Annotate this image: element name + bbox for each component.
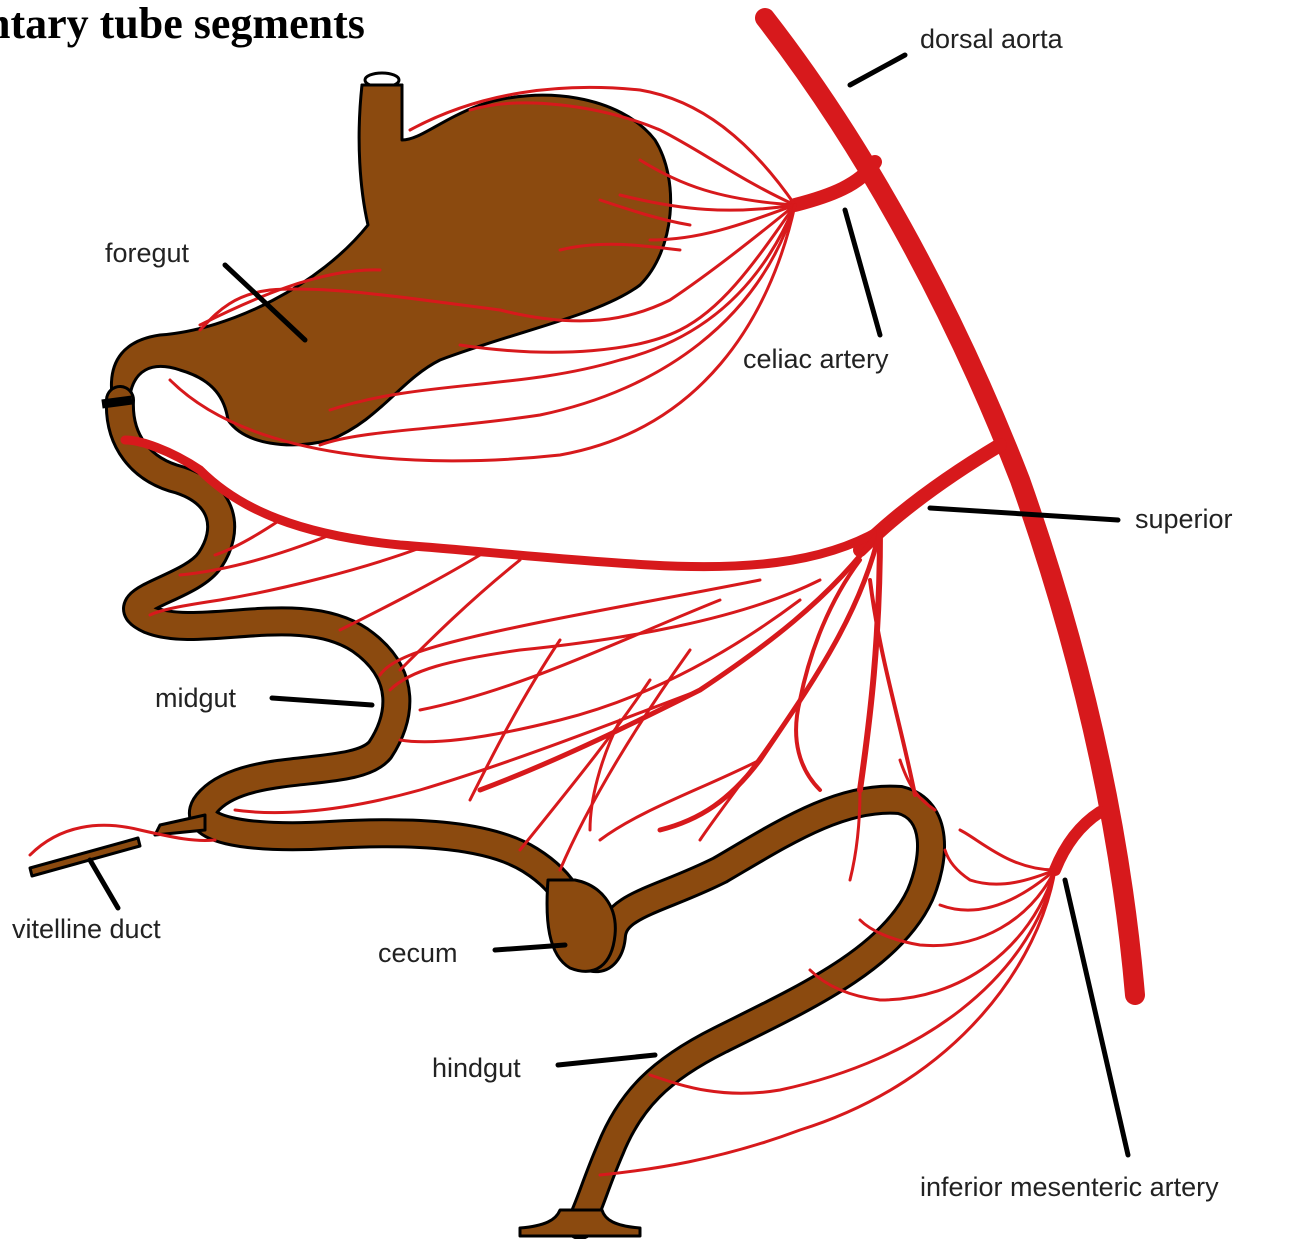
leader-dorsal-aorta <box>850 55 905 85</box>
label-cecum: cecum <box>378 938 458 968</box>
celiac-trunk <box>795 162 875 205</box>
label-midgut: midgut <box>155 683 237 713</box>
foregut-midgut-boundary <box>102 400 132 404</box>
label-foregut: foregut <box>105 238 190 268</box>
dorsal-aorta-vessel <box>765 18 1135 995</box>
inferior-mesenteric-trunk <box>1055 812 1100 870</box>
label-celiac-artery: celiac artery <box>743 344 889 374</box>
label-dorsal-aorta: dorsal aorta <box>920 24 1064 54</box>
label-superior: superior <box>1135 504 1233 534</box>
diagram-title: ntary tube segments <box>0 0 365 48</box>
midgut-tube <box>120 400 931 1225</box>
leader-midgut <box>272 698 372 705</box>
stomach <box>111 85 670 445</box>
leader-vitelline-duct <box>90 860 118 908</box>
label-inferior-mesenteric-artery: inferior mesenteric artery <box>920 1172 1219 1202</box>
hindgut-end <box>520 1210 640 1236</box>
vitelline-duct-stump <box>30 838 140 876</box>
label-vitelline-duct: vitelline duct <box>12 914 161 944</box>
cecum-pouch <box>547 880 615 971</box>
vitelline-stalk <box>155 815 205 835</box>
leader-hindgut <box>558 1055 655 1065</box>
leader-celiac-artery <box>845 210 880 335</box>
label-hindgut: hindgut <box>432 1053 521 1083</box>
